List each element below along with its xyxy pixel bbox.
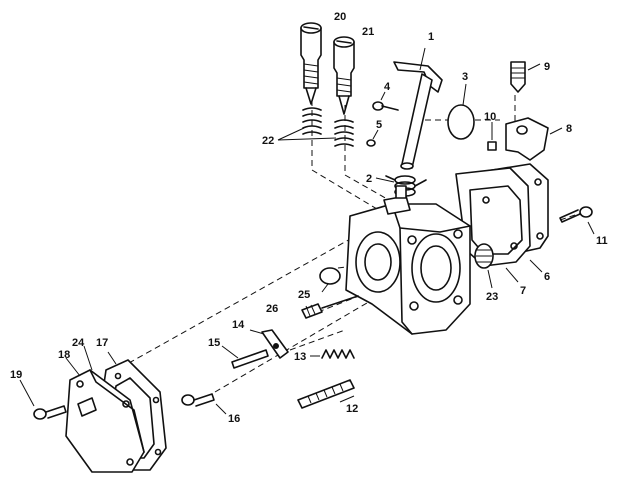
- part-7-gasket: [455, 167, 531, 283]
- part-20-mixture-screw: [300, 22, 322, 105]
- label-23: 23: [486, 291, 498, 303]
- part-11-screw: [559, 206, 595, 235]
- part-26-needle: [301, 295, 359, 319]
- label-9: 9: [544, 61, 550, 73]
- part-16-screw: [181, 393, 227, 415]
- label-7: 7: [520, 285, 526, 297]
- part-23-inlet-screen: [474, 243, 494, 289]
- label-14: 14: [232, 319, 245, 331]
- part-1-throttle-shaft: [393, 47, 443, 170]
- label-11: 11: [596, 235, 608, 247]
- label-10: 10: [484, 111, 496, 123]
- part-9-screw: [510, 61, 541, 93]
- part-10-nut: [487, 122, 497, 151]
- part-4-screw: [372, 91, 399, 111]
- label-12: 12: [346, 403, 358, 415]
- part-22-springs: [277, 107, 354, 147]
- carburetor-body: [345, 185, 471, 335]
- label-3: 3: [462, 71, 468, 83]
- label-2: 2: [366, 173, 372, 185]
- label-4: 4: [384, 81, 391, 93]
- part-number-labels: 20 21 1 3 9 4 10 5 8 22 2 11 6 7 23 25 2…: [10, 11, 608, 425]
- label-6: 6: [544, 271, 550, 283]
- part-15-pin: [221, 345, 269, 369]
- label-8: 8: [566, 123, 572, 135]
- label-18: 18: [58, 349, 70, 361]
- label-25: 25: [298, 289, 310, 301]
- part-8-bracket: [505, 117, 563, 161]
- label-5: 5: [376, 119, 382, 131]
- part-12-needle: [297, 379, 355, 409]
- label-21: 21: [362, 26, 374, 38]
- label-22: 22: [262, 135, 274, 147]
- label-1: 1: [428, 31, 434, 43]
- part-19-screw: [19, 379, 67, 420]
- part-5-ball: [366, 129, 379, 147]
- label-16: 16: [228, 413, 240, 425]
- label-19: 19: [10, 369, 22, 381]
- label-15: 15: [208, 337, 220, 349]
- label-20: 20: [334, 11, 346, 23]
- part-3-throttle-plate: [447, 83, 475, 140]
- part-13-spring: [310, 349, 355, 359]
- part-18-cover: [65, 345, 145, 473]
- label-17: 17: [96, 337, 108, 349]
- part-21-mixture-screw: [333, 36, 355, 115]
- label-24: 24: [72, 337, 85, 349]
- label-13: 13: [294, 351, 306, 363]
- label-26: 26: [266, 303, 278, 315]
- part-25-plug: [319, 267, 341, 293]
- part-14-lever: [249, 329, 289, 359]
